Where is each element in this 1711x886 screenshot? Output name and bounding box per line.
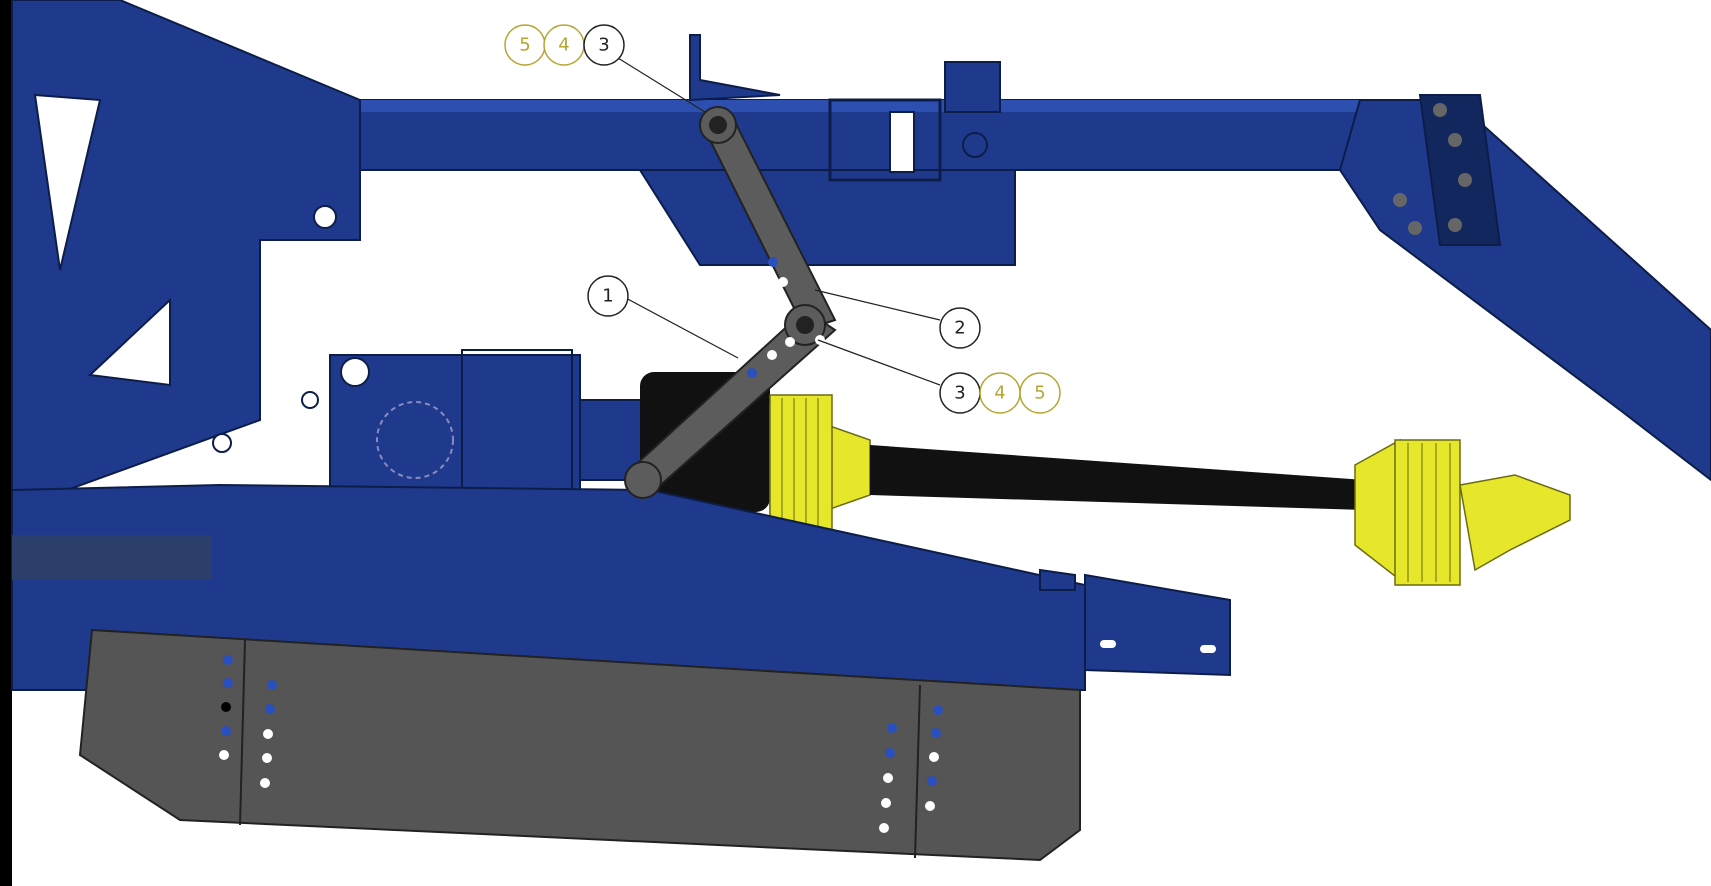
callout-label: 3	[598, 35, 609, 56]
leader-line-item1	[621, 295, 739, 359]
leader-line-mid	[817, 339, 941, 386]
gearbox	[329, 349, 651, 496]
upper-link-arm	[698, 106, 837, 332]
callout-mid-5: 5	[1019, 372, 1061, 414]
callout-top-4: 4	[543, 24, 585, 66]
cutter-deck	[11, 483, 1231, 691]
callout-label: 1	[602, 286, 613, 307]
callout-label: 4	[558, 35, 569, 56]
callout-mid-3: 3	[939, 372, 981, 414]
skid-plate	[78, 628, 1081, 862]
callout-mid-4: 4	[979, 372, 1021, 414]
lower-link-arm	[624, 304, 837, 499]
left-a-frame	[11, 0, 361, 512]
right-boom-arm	[1338, 94, 1711, 482]
callout-label: 4	[994, 383, 1005, 404]
callout-mid-group: 3 4 5	[939, 372, 1061, 414]
callout-label: 3	[954, 383, 965, 404]
callout-top-3: 3	[583, 24, 625, 66]
callout-item-1: 1	[587, 275, 629, 317]
leader-line-top	[617, 57, 706, 113]
callout-label: 5	[519, 35, 530, 56]
callout-label: 2	[954, 318, 965, 339]
upper-frame-beam	[349, 34, 1361, 266]
callout-label: 5	[1034, 383, 1045, 404]
left-border	[0, 0, 12, 886]
leader-line-item2	[814, 289, 941, 321]
callout-top-group: 5 4 3	[504, 24, 625, 66]
callout-item-2: 2	[939, 307, 981, 349]
callout-top-5: 5	[504, 24, 546, 66]
